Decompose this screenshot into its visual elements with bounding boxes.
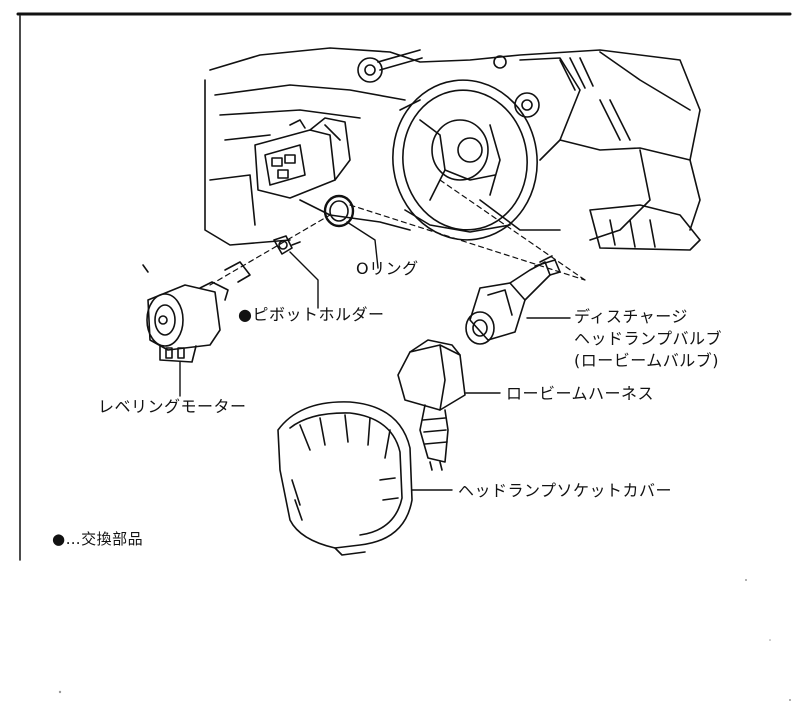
body-structure — [204, 47, 701, 251]
low-beam-harness-part — [397, 339, 466, 471]
bolt-right — [514, 92, 540, 118]
o-ring-leader — [346, 221, 379, 269]
label-socket-cover: ヘッドランプソケットカバー — [458, 481, 673, 500]
alignment-lines — [209, 179, 586, 286]
headlamp-housing — [392, 79, 538, 241]
socket-cover-part — [277, 401, 413, 556]
discharge-bulb-part — [465, 255, 561, 345]
label-harness: ロービームハーネス — [506, 384, 655, 403]
leveling-motor-part — [142, 261, 251, 363]
label-bulb-line3: (ロービームバルブ) — [574, 351, 720, 370]
pivot-holder-leader — [289, 251, 319, 309]
label-pivot-holder: ●ピボットホルダー — [238, 305, 385, 324]
label-bulb-line2: ヘッドランプバルブ — [574, 329, 723, 348]
label-bulb-line1: ディスチャージ — [574, 307, 688, 326]
o-ring-part — [323, 194, 355, 228]
label-leveling-motor: レベリングモーター — [98, 397, 247, 416]
legend-replacement-parts: ●…交換部品 — [52, 530, 144, 548]
headlamp-connector — [254, 117, 351, 199]
pivot-holder-part — [273, 235, 301, 255]
label-o-ring: Oリング — [356, 259, 419, 278]
scan-specks — [58, 579, 791, 701]
